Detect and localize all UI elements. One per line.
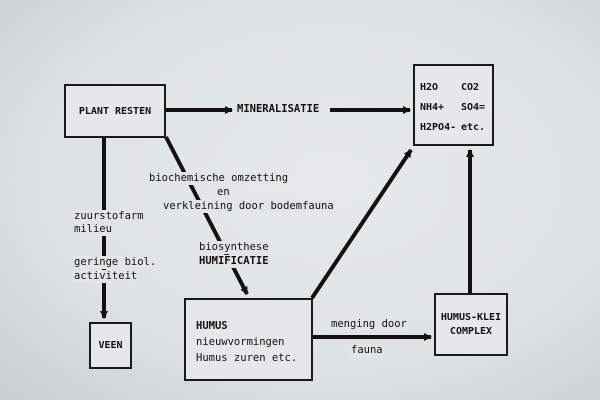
product-nh4: NH4+ (420, 102, 445, 113)
product-etc: etc. (461, 122, 486, 133)
humus-line-2: Humus zuren etc. (196, 352, 298, 364)
zuurstof-label-1: zuurstofarm (73, 210, 145, 223)
fauna-label: fauna (350, 344, 384, 357)
mineralisatie-label: MINERALISATIE (236, 103, 321, 116)
veen-box: VEEN (89, 322, 132, 369)
biochem-label-3: verkleining door bodemfauna (162, 200, 335, 213)
product-co2: CO2 (461, 82, 480, 93)
biosynthese-label: biosynthese (198, 241, 270, 254)
plant-resten-box: PLANT RESTEN (64, 84, 166, 138)
plant-resten-label: PLANT RESTEN (78, 105, 152, 117)
product-h2o: H2O (420, 82, 439, 93)
arrow-plant-to-humus (164, 136, 249, 295)
humus-klei-line-2: COMPLEX (449, 325, 493, 337)
biochem-label-2: en (216, 186, 231, 199)
humus-klei-line-1: HUMUS-KLEI (440, 311, 502, 323)
products-box: H2O CO2 NH4+ SO4= H2PO4- etc. (413, 64, 494, 146)
products-row-1: H2O CO2 (420, 78, 492, 98)
veen-label: VEEN (98, 340, 123, 351)
products-row-3: H2PO4- etc. (420, 118, 492, 138)
geringe-label-1: geringe biol. (73, 256, 158, 269)
humus-klei-box: HUMUS-KLEI COMPLEX (434, 293, 508, 356)
humus-title: HUMUS (196, 320, 228, 332)
products-row-2: NH4+ SO4= (420, 98, 492, 118)
humus-line-1: nieuwvormingen (196, 336, 285, 348)
biochem-label-1: biochemische omzetting (148, 172, 290, 185)
menging-label: menging door (330, 318, 408, 331)
zuurstof-label-2: milieu (73, 223, 113, 236)
humificatie-label: HUMIFICATIE (198, 255, 270, 268)
geringe-label-2: activiteit (73, 270, 139, 283)
product-so4: SO4= (461, 102, 486, 113)
product-h2po4: H2PO4- (420, 122, 457, 133)
humus-box: HUMUS nieuwvormingen Humus zuren etc. (184, 298, 313, 381)
arrow-humus-to-products (310, 148, 413, 300)
